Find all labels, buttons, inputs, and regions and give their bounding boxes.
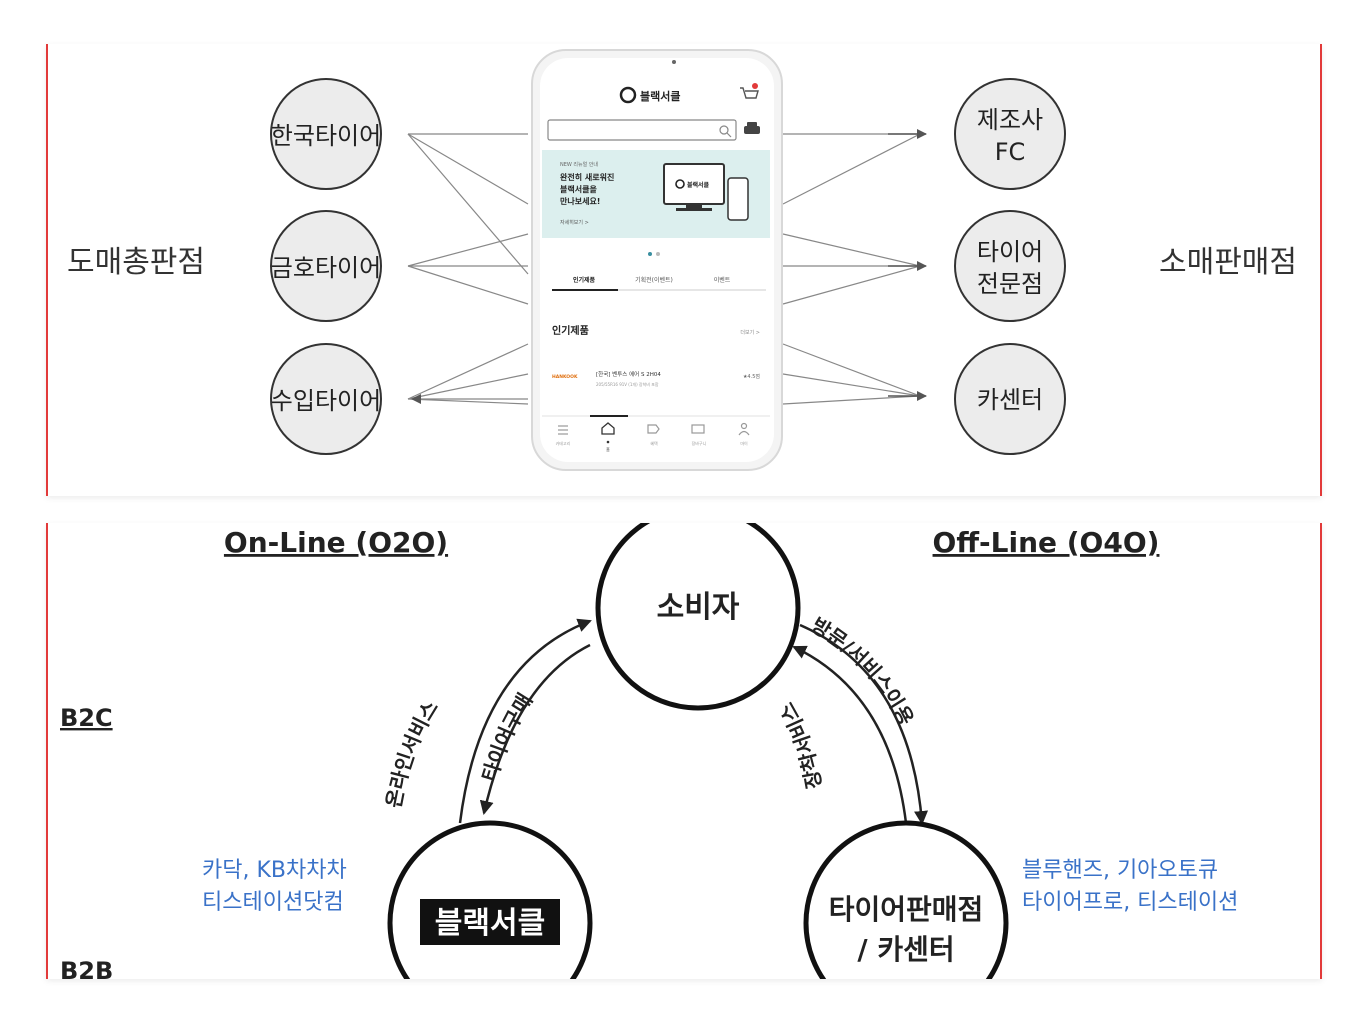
wholesaler-name-1: 한국타이어 xyxy=(271,122,381,150)
tire-shop-node: 타이어판매점 / 카센터 xyxy=(803,820,1009,979)
wholesaler-name-3: 수입타이어 xyxy=(271,387,381,415)
label-mount-service: 장착서비스 xyxy=(774,698,826,790)
product-rating: ★4.5점 xyxy=(743,373,760,380)
brand-logo-icon xyxy=(619,86,637,104)
tag-icon xyxy=(647,424,660,434)
right-company-1: 블루핸즈, 기아오토큐 xyxy=(1022,858,1218,883)
nav-label-my: 마이 xyxy=(740,440,748,446)
nav-cart[interactable]: 장바구니 xyxy=(691,424,707,446)
retailer-node-2: 타이어 전문점 xyxy=(954,210,1066,322)
right-connectors xyxy=(782,133,921,405)
phone-banner[interactable]: NEW 리뉴얼 안내 완전히 새로워진 블랙서클을 만나보세요! 자세히보기 >… xyxy=(542,150,770,238)
banner-line-1: 완전히 새로워진 xyxy=(560,172,614,182)
phone-tab-event[interactable]: 이벤트 xyxy=(714,276,731,284)
product-name: [한국] 벤투스 에어 S 2H04 xyxy=(596,370,661,378)
product-sub: 205/55R16 91V (1개) 장착비 포함 xyxy=(596,381,659,387)
tire-shop-line-2: / 카센터 xyxy=(857,933,954,966)
phone-tab-popular[interactable]: 인기제품 xyxy=(573,276,596,284)
retailer-name-1b: FC xyxy=(995,138,1026,166)
phone-section-title: 인기제품 xyxy=(552,324,589,337)
retailer-node-1: 제조사 FC xyxy=(954,78,1066,190)
wholesale-label: 도매총판점 xyxy=(67,245,205,280)
nav-label-category: 카테고리 xyxy=(556,440,571,446)
nav-label-home: 홈 xyxy=(606,446,610,452)
blackcircle-badge xyxy=(420,899,560,945)
banner-line-2: 블랙서클을 xyxy=(560,184,597,194)
wholesaler-name-2: 금호타이어 xyxy=(271,254,381,282)
nav-category[interactable]: 카테고리 xyxy=(556,425,571,446)
online-heading: On-Line (O2O) xyxy=(224,526,448,559)
offline-heading: Off-Line (O4O) xyxy=(933,526,1160,559)
car-icon[interactable] xyxy=(744,122,760,134)
retail-label: 소매판매점 xyxy=(1159,245,1297,280)
left-company-2: 티스테이션닷컴 xyxy=(202,890,344,915)
truck-icon xyxy=(691,424,705,434)
service-model-panel: On-Line (O2O) Off-Line (O4O) B2C B2B 온라인… xyxy=(46,523,1322,979)
phone-tab-special[interactable]: 기획전(이벤트) xyxy=(635,276,673,284)
blackcircle-node: 블랙서클 xyxy=(387,820,593,979)
person-icon xyxy=(740,422,748,430)
home-icon xyxy=(601,422,615,435)
distribution-diagram: 도매총판점 소매판매점 xyxy=(67,49,1297,471)
arrow-mount-service xyxy=(792,645,908,824)
nav-my[interactable]: 마이 xyxy=(738,422,750,447)
search-icon[interactable] xyxy=(719,125,732,138)
right-company-2: 타이어프로, 티스테이션 xyxy=(1022,890,1238,915)
blackcircle-label: 블랙서클 xyxy=(435,906,545,941)
nav-label-benefit: 혜택 xyxy=(650,440,658,446)
b2b-label: B2B xyxy=(60,957,113,979)
wholesaler-node-3: 수입타이어 xyxy=(270,343,382,455)
retailer-name-3: 카센터 xyxy=(977,386,1043,414)
phone-brand: 블랙서클 xyxy=(640,89,680,103)
tire-shop-line-1: 타이어판매점 xyxy=(829,893,984,926)
service-model-diagram: On-Line (O2O) Off-Line (O4O) B2C B2B 온라인… xyxy=(60,523,1238,979)
arrow-visit-use xyxy=(799,623,929,825)
left-company-1: 카닥, KB차차차 xyxy=(202,858,347,883)
wholesaler-node-1: 한국타이어 xyxy=(270,78,382,190)
monitor-icon: 블랙서클 xyxy=(663,163,749,221)
arrow-online-service xyxy=(458,618,592,824)
carousel-dot[interactable] xyxy=(656,252,660,256)
carousel-dot-active[interactable] xyxy=(648,252,652,256)
retailer-name-2b: 전문점 xyxy=(977,270,1043,298)
distribution-panel: 도매총판점 소매판매점 xyxy=(46,44,1322,496)
consumer-node: 소비자 xyxy=(595,523,801,711)
phone-product-row[interactable]: HANKOOK [한국] 벤투스 에어 S 2H04 205/55R16 91V… xyxy=(552,370,760,387)
retailer-name-2a: 타이어 xyxy=(977,238,1043,266)
banner-small: NEW 리뉴얼 안내 xyxy=(560,161,598,168)
nav-benefit[interactable]: 혜택 xyxy=(647,424,660,446)
phone-search-input[interactable] xyxy=(547,119,737,141)
consumer-label: 소비자 xyxy=(657,590,740,625)
phone-section-more[interactable]: 더보기 > xyxy=(740,329,760,336)
banner-link[interactable]: 자세히보기 > xyxy=(560,219,589,226)
product-brand: HANKOOK xyxy=(552,374,578,380)
banner-line-3: 만나보세요! xyxy=(560,196,600,206)
banner-brand: 블랙서클 xyxy=(687,181,710,189)
nav-label-cart: 장바구니 xyxy=(692,440,707,446)
left-connectors xyxy=(407,133,529,405)
b2c-label: B2C xyxy=(60,704,113,732)
label-tire-purchase: 타이어구매 xyxy=(477,689,537,784)
cart-icon[interactable] xyxy=(740,83,759,99)
label-visit-use: 방문/서비스이용 xyxy=(807,613,918,729)
label-online-service: 온라인서비스 xyxy=(381,696,443,809)
arrow-tire-purchase xyxy=(479,643,591,815)
wholesaler-node-2: 금호타이어 xyxy=(270,210,382,322)
menu-icon xyxy=(558,425,568,435)
retailer-name-1a: 제조사 xyxy=(977,106,1043,134)
nav-home[interactable]: 홈 xyxy=(601,422,615,452)
retailer-node-3: 카센터 xyxy=(954,343,1066,455)
phone-mockup: 블랙서클 NEW 리뉴얼 안내 완전히 새로워진 블랙서클을 만나 xyxy=(531,49,783,471)
